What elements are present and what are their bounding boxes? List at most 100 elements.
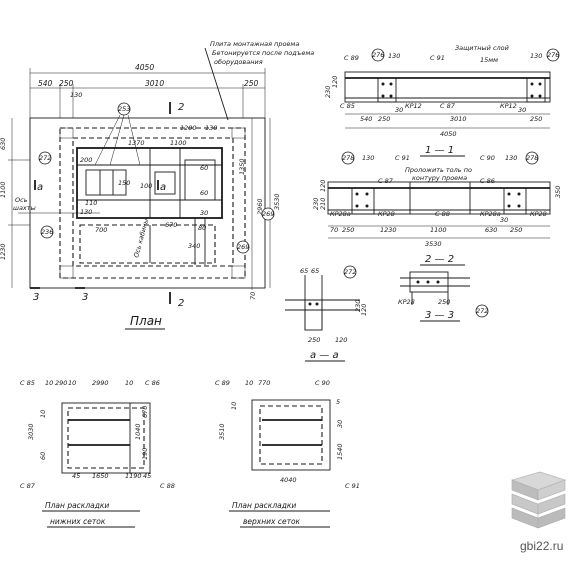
dim-150: 150 [118,179,130,187]
axis-label-1: Ось [15,196,28,204]
upper-title-2: верхних сеток [243,517,301,526]
label-c91-upper: С 91 [345,482,360,490]
dim-45-lower: 45 [72,472,80,480]
label-kr12b: КР12 [500,102,517,110]
dim-540: 540 [38,79,53,88]
dim-5-upper: 5 [336,398,340,406]
label-c91: С 91 [430,54,445,62]
section-a-a: 65 65 272 230 120 250 120 а — а [285,265,368,362]
label-c91-22: С 91 [395,154,410,162]
dim-4040-upper: 4040 [280,476,297,484]
section-mark-a2: a [160,182,166,193]
note-22-1: Проложить толь по [405,166,472,174]
dim-540-11: 540 [360,115,372,123]
label-c86-lower: С 86 [145,379,160,387]
dim-1350: 1350 [238,158,246,175]
dim-630: 630 [0,138,7,150]
dim-10b-upper: 10 [230,402,238,410]
dim-130-22b: 130 [505,154,517,162]
dim-10v-lower: 10 [39,410,47,418]
callout-272-33: 272 [476,307,488,315]
note-line3: оборудования [214,58,263,66]
dim-1200: 1200 [180,124,197,132]
callout-253: 253 [118,105,130,113]
callout-236: 236 [41,228,53,236]
label-kr28-33: КР28 [398,298,415,306]
dim-190-lower: 190 [141,448,149,460]
section-33-title: 3 — 3 [425,310,454,321]
dim-1100a: 1100 [170,139,187,147]
dim-120-11: 120 [331,76,339,88]
dim-60b: 60 [200,189,208,197]
dim-65b-aa: 65 [311,267,319,275]
dim-670: 670 [165,221,177,229]
dim-100: 100 [140,182,152,190]
dim-3530-22: 3530 [425,240,442,248]
dim-200: 200 [80,156,92,164]
dim-80: 80 [198,224,206,232]
label-kr12a: КР12 [405,102,422,110]
dim-2990-lower: 2990 [92,379,109,387]
note-line1: Плита монтажная проема [210,40,299,48]
dim-120-22: 120 [319,180,327,192]
label-c90-22: С 90 [480,154,495,162]
dim-350-22: 350 [554,186,562,198]
dim-30b-11: 30 [518,106,526,114]
dim-700: 700 [95,226,107,234]
dim-70: 70 [249,292,257,300]
label-c87-lower: С 87 [20,482,36,490]
label-layer1: Защитный слой [455,44,509,52]
dim-45b-lower: 45 [143,472,151,480]
lower-mesh-plan: С 85 С 86 С 87 С 88 10 290 10 2990 10 30… [20,379,175,528]
plan-view: 4050 540 250 3010 250 Плита монтажная пр… [0,40,314,330]
dim-120-aa: 120 [360,304,368,316]
dim-1190-lower: 1190 [125,472,142,480]
dim-130b: 130 [205,124,217,132]
callout-276b: 276 [547,51,559,59]
dim-130c: 130 [80,208,92,216]
label-c88-lower: С 88 [160,482,175,490]
section-2-2: 278 278 130 130 С 91 С 90 Проложить толь… [312,151,562,266]
axis-label-2: шахты [13,204,36,212]
dim-10a-lower: 10 [45,379,53,387]
dim-250: 250 [59,79,74,88]
note-line2: Бетонируется после подъема [212,49,314,57]
label-c89-upper: С 89 [215,379,230,387]
dim-3030-lower: 3030 [27,423,35,440]
dim-30-22: 30 [500,216,508,224]
dim-1230: 1230 [0,243,7,260]
dim-30: 30 [200,209,208,217]
dim-630-22: 630 [485,226,497,234]
dim-250a-22: 250 [342,226,354,234]
dim-250b-22: 250 [510,226,522,234]
upper-title-1: План раскладки [232,501,296,510]
dim-210-22: 210 [319,198,327,210]
upper-mesh-plan: С 89 С 90 С 91 10 770 3510 4040 1540 30 … [215,379,360,528]
dim-4050-11: 4050 [440,130,457,138]
dim-120b-aa: 120 [335,336,347,344]
callout-269a: 269 [262,210,274,218]
section-mark-2b: 2 [178,298,184,309]
dim-1100-22: 1100 [430,226,447,234]
section-1-1: С 89 С 91 С 85 КР12 С 87 КР12 Защитный с… [324,44,559,157]
dim-290-lower: 290 [55,379,67,387]
dim-10-upper: 10 [245,379,253,387]
section-mark-2: 2 [178,102,184,113]
dim-60a: 60 [200,164,208,172]
callout-276a: 276 [372,51,384,59]
label-kr28c-22: КР28а [480,210,501,218]
section-mark-3a: 3 [33,292,39,303]
callout-278a: 278 [342,154,354,162]
dim-250a-11: 250 [378,115,390,123]
dim-130-22a: 130 [362,154,374,162]
label-c88-22: С 88 [435,210,450,218]
dim-770-upper: 770 [258,379,270,387]
label-c85-lower: С 85 [20,379,35,387]
dim-230-11: 230 [324,86,332,98]
dim-65a-aa: 65 [300,267,308,275]
label-c89: С 89 [344,54,359,62]
dim-230-aa: 230 [354,300,362,312]
dim-1540-upper: 1540 [336,443,344,460]
dim-1650-lower: 1650 [92,472,109,480]
watermark-text: gbi22.ru [520,539,563,553]
